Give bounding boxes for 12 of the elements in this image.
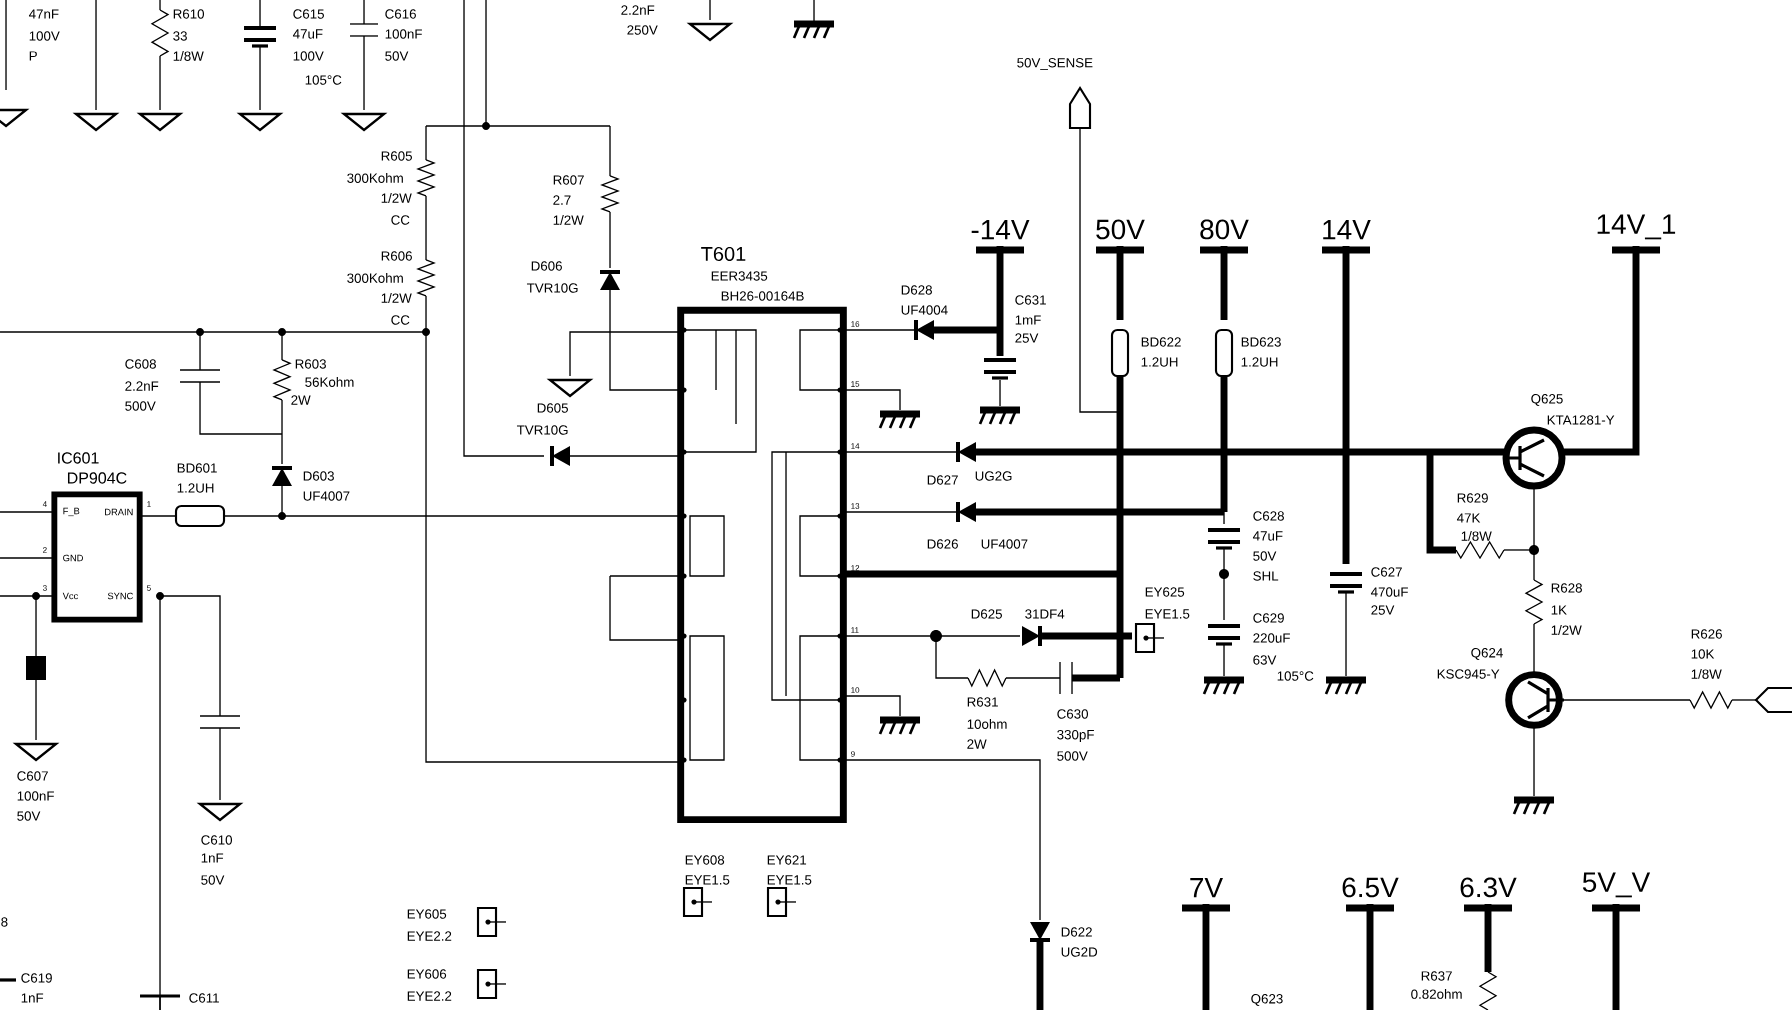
rail-label: 14V_1 (1597, 214, 1676, 240)
rail-label: 6.5V (1342, 877, 1399, 898)
rail-label: 80V (1200, 219, 1249, 240)
rail-label: 5V_V (1582, 872, 1651, 898)
rail-label: -14V (971, 220, 1030, 240)
rail-label: 50V (1096, 219, 1145, 240)
rail-label: 6.3V (1460, 877, 1517, 898)
node-label: T601 (701, 246, 746, 262)
node-label: DP904C (67, 472, 127, 484)
rail-label: 14V (1323, 220, 1371, 240)
node-label: IC601 (58, 452, 99, 464)
rail-label: 7V (1190, 878, 1223, 898)
